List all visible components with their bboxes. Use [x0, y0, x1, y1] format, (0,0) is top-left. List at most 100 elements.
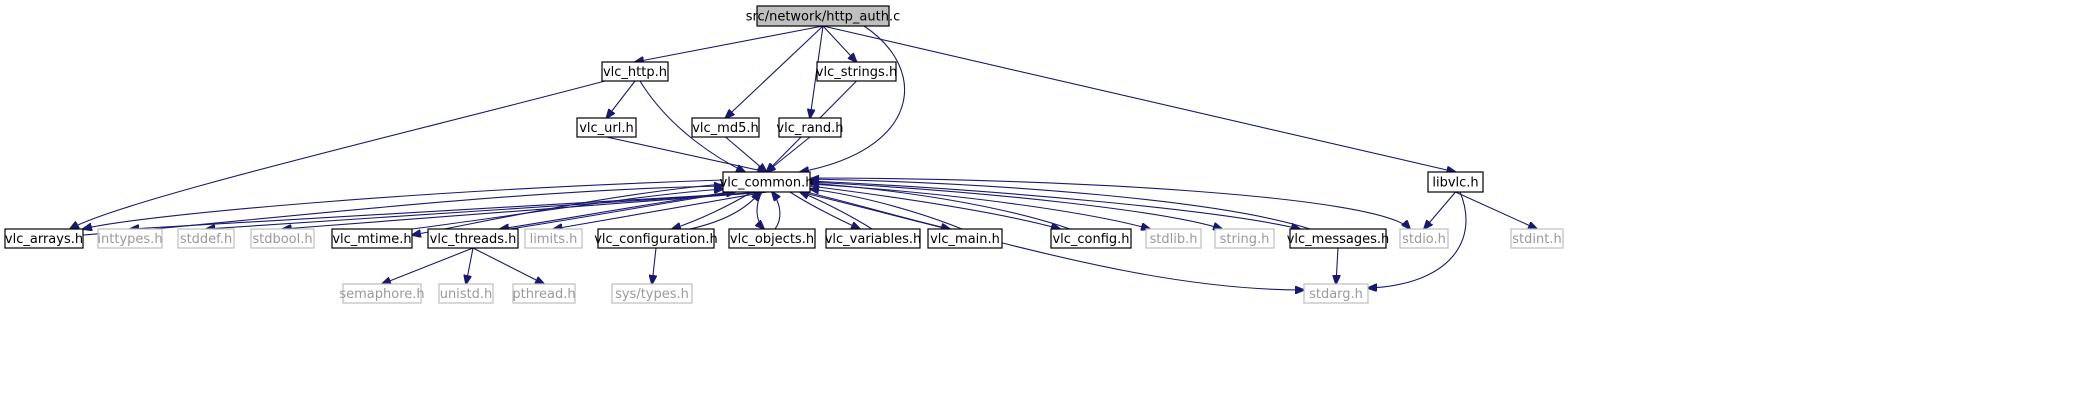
node-label: limits.h [530, 232, 578, 247]
node-vlc-objects[interactable]: vlc_objects.h [728, 228, 816, 249]
node-box [756, 5, 890, 27]
edge-vlc_http-to-vlc_common [639, 80, 745, 172]
node-vlc-config[interactable]: vlc_config.h [1050, 228, 1132, 249]
node-box [97, 228, 163, 249]
edge-vlc_common-to-vlc_threads [500, 191, 731, 229]
node-box [1289, 228, 1387, 249]
edge-vlc_messages-to-vlc_common [810, 179, 1311, 230]
edge-vlc_config-to-vlc_common [810, 183, 1071, 230]
node-vlc-rand[interactable]: vlc_rand.h [776, 117, 844, 138]
node-box [1510, 228, 1564, 249]
node-box [1399, 228, 1449, 249]
edge-root-to-vlc_http [635, 25, 824, 62]
node-vlc-variables[interactable]: vlc_variables.h [825, 228, 922, 249]
node-label: stdbool.h [252, 232, 312, 247]
node-sys-types: sys/types.h [611, 283, 693, 304]
node-box [597, 228, 715, 249]
node-vlc-url[interactable]: vlc_url.h [576, 117, 637, 138]
edge-vlc_messages-to-stdarg [1336, 247, 1338, 284]
node-label: vlc_strings.h [816, 65, 897, 80]
node-box [1427, 171, 1484, 193]
node-label: vlc_main.h [930, 232, 1000, 247]
node-label: src/network/http_auth.c [746, 10, 901, 25]
node-vlc-messages[interactable]: vlc_messages.h [1287, 228, 1390, 249]
node-label: vlc_configuration.h [594, 232, 718, 247]
node-box [691, 117, 760, 138]
node-label: vlc_http.h [603, 65, 667, 80]
node-box [342, 283, 422, 304]
edge-vlc_common-to-vlc_config [809, 185, 1060, 229]
node-label: vlc_arrays.h [5, 232, 83, 247]
node-label: stdio.h [1402, 232, 1446, 247]
node-vlc-common[interactable]: vlc_common.h [720, 171, 814, 193]
node-vlc-md5[interactable]: vlc_md5.h [691, 117, 760, 138]
node-box [427, 228, 519, 249]
node-label: stdlib.h [1150, 232, 1198, 247]
node-box [177, 228, 235, 249]
node-semaphore: semaphore.h [339, 283, 425, 304]
nodes-layer: src/network/http_auth.c vlc_http.h vlc_str… [4, 5, 1564, 304]
node-pthread: pthread.h [512, 283, 576, 304]
node-label: stdint.h [1512, 232, 1561, 247]
node-label: semaphore.h [339, 287, 424, 302]
edge-vlc_common-to-vlc_main [805, 191, 950, 229]
edge-vlc_common-to-string [809, 181, 1222, 229]
edge-vlc_common-to-stdio [809, 177, 1410, 229]
node-box [438, 283, 494, 304]
node-vlc-threads[interactable]: vlc_threads.h [427, 228, 519, 249]
node-vlc-http[interactable]: vlc_http.h [601, 61, 669, 82]
node-label: vlc_variables.h [825, 232, 922, 247]
node-stdlib: stdlib.h [1145, 228, 1202, 249]
edge-vlc_http-to-vlc_url [607, 80, 636, 118]
node-box [1050, 228, 1132, 249]
edge-vlc_rand-to-vlc_common [767, 136, 811, 172]
edge-vlc_common-to-limits [554, 191, 767, 229]
node-box [611, 283, 693, 304]
edges-layer [70, 25, 1537, 290]
node-libvlc[interactable]: libvlc.h [1427, 171, 1484, 193]
node-stdbool: stdbool.h [250, 228, 315, 249]
edge-root-to-vlc_common [800, 25, 906, 172]
edge-vlc_threads-to-semaphore [382, 247, 474, 284]
node-vlc-configuration[interactable]: vlc_configuration.h [594, 228, 718, 249]
node-vlc-strings[interactable]: vlc_strings.h [816, 61, 897, 82]
node-label: vlc_messages.h [1287, 232, 1390, 247]
node-label: vlc_config.h [1052, 232, 1129, 247]
node-root[interactable]: src/network/http_auth.c [746, 5, 901, 27]
node-limits: limits.h [524, 228, 583, 249]
node-box [512, 283, 576, 304]
node-label: vlc_rand.h [776, 121, 843, 136]
node-box [728, 228, 816, 249]
node-label: stddef.h [180, 232, 232, 247]
edge-vlc_common-to-vlc_arrays [83, 179, 724, 229]
node-label: vlc_common.h [720, 176, 814, 191]
node-vlc-mtime[interactable]: vlc_mtime.h [331, 228, 413, 249]
node-stdio: stdio.h [1399, 228, 1449, 249]
edge-vlc_main-to-vlc_common [810, 189, 963, 230]
node-label: vlc_url.h [579, 121, 634, 136]
node-label: vlc_md5.h [692, 121, 759, 136]
edge-vlc_threads-to-unistd [466, 247, 474, 284]
edge-libvlc-to-stdarg [1368, 191, 1467, 288]
node-box [1145, 228, 1202, 249]
node-vlc-main[interactable]: vlc_main.h [927, 228, 1003, 249]
edge-vlc_http-to-vlc_arrays [70, 80, 606, 229]
edge-vlc_objects-to-vlc_common [772, 192, 780, 230]
edge-vlc_threads-to-vlc_common [509, 192, 735, 230]
edge-vlc_configuration-to-vlc_common [689, 192, 760, 230]
node-box [816, 61, 897, 82]
node-vlc-arrays[interactable]: vlc_arrays.h [4, 228, 84, 249]
node-label: stdarg.h [1309, 287, 1363, 302]
edge-vlc_common-to-inttypes [130, 191, 767, 229]
node-label: unistd.h [440, 287, 493, 302]
edge-vlc_configuration-to-sys_types [652, 247, 656, 284]
node-box [722, 171, 811, 193]
edge-vlc_arrays-to-vlc_common [82, 186, 723, 236]
edge-vlc_md5-to-vlc_common [725, 136, 767, 172]
node-label: vlc_objects.h [730, 232, 814, 247]
edge-vlc_common-to-vlc_objects [757, 191, 764, 229]
node-box [778, 117, 842, 138]
node-box [524, 228, 583, 249]
edge-vlc_threads-to-pthread [472, 247, 544, 284]
